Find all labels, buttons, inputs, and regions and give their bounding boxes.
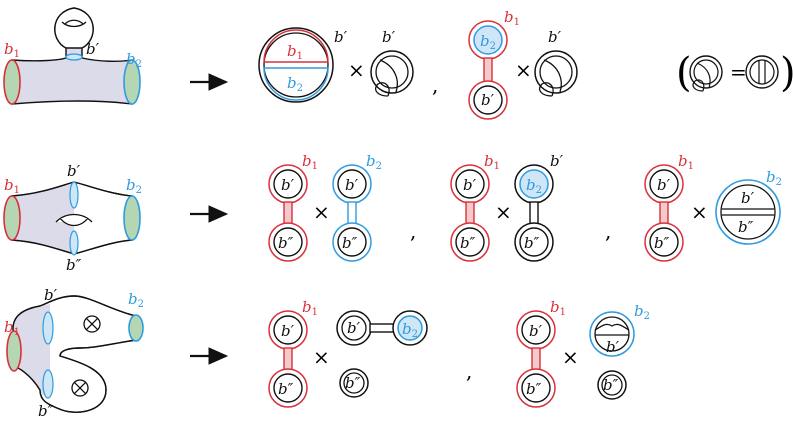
svg-text:b′: b′ <box>281 322 295 340</box>
svg-text:b″: b″ <box>524 234 540 252</box>
svg-text:b1: b1 <box>550 298 566 318</box>
svg-text:b2: b2 <box>126 176 142 196</box>
otimes-icon <box>83 315 101 333</box>
svg-text:b′: b′ <box>548 28 562 46</box>
svg-text:b″: b″ <box>654 234 670 252</box>
row1-surface <box>3 7 141 105</box>
svg-text:b2: b2 <box>128 290 144 310</box>
svg-text:b1: b1 <box>4 318 20 338</box>
dumbbell-blue <box>332 164 372 262</box>
handle-circle <box>589 311 635 400</box>
svg-text:b′: b′ <box>481 91 495 109</box>
svg-text:b′: b′ <box>529 322 543 340</box>
svg-text:b1: b1 <box>302 298 318 318</box>
svg-text:b2: b2 <box>766 168 782 188</box>
svg-text:b2: b2 <box>287 74 303 94</box>
svg-text:×: × <box>562 345 579 369</box>
dumbbell-black <box>514 164 554 262</box>
svg-text:b′: b′ <box>281 176 295 194</box>
svg-text:b′: b′ <box>657 176 671 194</box>
otimes-icon <box>71 379 89 397</box>
svg-text:b1: b1 <box>484 152 500 172</box>
svg-text:b′: b′ <box>741 189 755 207</box>
svg-text:×: × <box>495 200 512 224</box>
horizontal-dumbbell <box>336 310 428 398</box>
svg-text:b′: b′ <box>334 28 348 46</box>
dumbbell-red <box>268 164 308 262</box>
svg-text:b′: b′ <box>345 176 359 194</box>
svg-text:b″: b″ <box>278 234 294 252</box>
dumbbell-red <box>644 164 684 262</box>
label-bprime: b′ <box>86 40 100 58</box>
label-b2: b2 <box>126 50 142 70</box>
svg-text:b2: b2 <box>526 176 542 196</box>
dumbbell-red <box>450 164 490 262</box>
svg-text:×: × <box>313 345 330 369</box>
svg-text:b″: b″ <box>603 376 619 394</box>
svg-text:,: , <box>466 359 472 383</box>
crosscap-icon <box>370 50 414 97</box>
svg-text:b″: b″ <box>345 374 361 392</box>
svg-text:b′: b′ <box>44 286 58 304</box>
svg-text:,: , <box>410 219 416 243</box>
dumbbell-b2-bprime <box>468 20 508 120</box>
dumbbell-red <box>268 310 308 408</box>
split-circle <box>258 27 334 103</box>
svg-text:b1: b1 <box>504 8 520 28</box>
crosscap-icon <box>534 50 578 97</box>
svg-text:b″: b″ <box>460 234 476 252</box>
svg-text:b2: b2 <box>480 32 496 52</box>
svg-text:b″: b″ <box>526 380 542 398</box>
svg-text:,: , <box>432 73 438 97</box>
svg-text:b″: b″ <box>342 234 358 252</box>
equals: = <box>730 60 747 84</box>
right-paren: ) <box>780 50 793 96</box>
svg-text:,: , <box>605 219 611 243</box>
svg-text:b1: b1 <box>678 152 694 172</box>
times: × <box>348 58 365 82</box>
svg-text:b″: b″ <box>738 218 754 236</box>
svg-text:b1: b1 <box>302 152 318 172</box>
svg-text:b′: b′ <box>382 28 396 46</box>
left-paren: ( <box>676 50 692 96</box>
svg-text:b1: b1 <box>287 42 303 62</box>
row2-surface <box>3 181 141 256</box>
svg-text:×: × <box>515 58 532 82</box>
svg-text:b1: b1 <box>4 176 20 196</box>
row3-surface <box>6 295 144 413</box>
svg-text:b″: b″ <box>38 402 54 420</box>
svg-text:b′: b′ <box>347 319 361 337</box>
split-circle-blue <box>715 179 781 245</box>
svg-text:b″: b″ <box>66 256 82 274</box>
svg-text:b′: b′ <box>67 162 81 180</box>
svg-text:b′: b′ <box>550 152 564 170</box>
svg-text:b″: b″ <box>278 380 294 398</box>
svg-text:b′: b′ <box>606 338 620 356</box>
svg-text:b2: b2 <box>366 152 382 172</box>
dumbbell-red <box>516 310 556 408</box>
svg-text:×: × <box>691 200 708 224</box>
svg-text:b2: b2 <box>402 320 418 340</box>
svg-text:b2: b2 <box>634 302 650 322</box>
crosscap-disc-icon <box>745 55 779 89</box>
label-b1: b1 <box>4 40 20 60</box>
crosscap-icon <box>689 55 723 92</box>
svg-text:×: × <box>313 200 330 224</box>
svg-text:b′: b′ <box>463 176 477 194</box>
